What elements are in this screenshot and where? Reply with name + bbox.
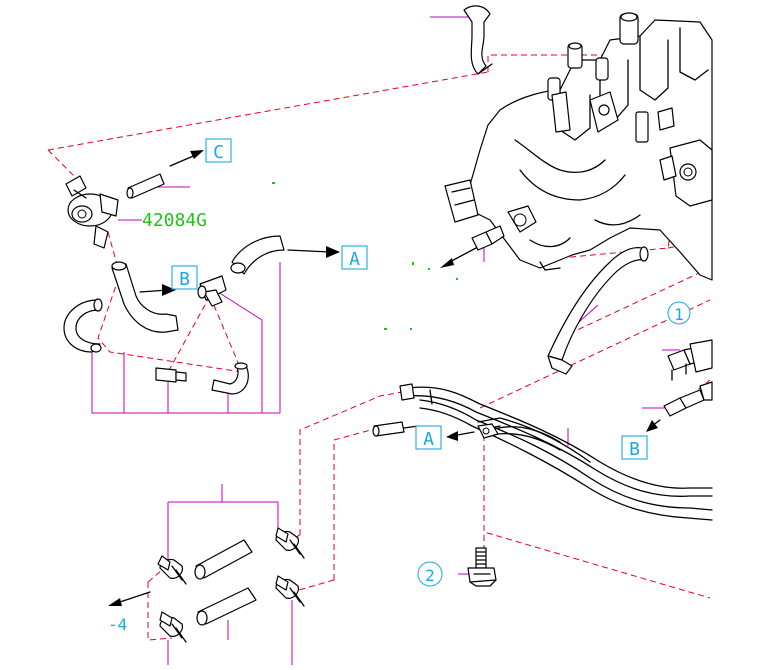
callout-b-upper: B — [171, 265, 198, 290]
circled-number-1-label: 1 — [674, 305, 684, 324]
hose-center-curve — [547, 246, 649, 375]
callout-c: C — [205, 138, 232, 163]
leader-lines — [91, 16, 680, 665]
hose-top-bend — [463, 5, 493, 75]
callout-b-lower-label: B — [629, 439, 640, 460]
clamp-lower-left-2 — [159, 611, 187, 643]
metal-pipe-assembly — [372, 383, 713, 521]
hose-to-b — [111, 261, 179, 333]
hose-short-left-1 — [194, 539, 253, 580]
callout-a-lower-label: A — [423, 429, 434, 450]
hose-large-bend — [63, 298, 103, 353]
intake-manifold — [444, 12, 713, 281]
part-number-label: 42084G — [142, 210, 207, 231]
bolt-part-1 — [667, 339, 713, 381]
elbow-hose-small — [211, 362, 249, 395]
circled-number-2-label: 2 — [425, 566, 435, 585]
hose-fitting-left-manifold — [440, 225, 505, 268]
fitting-to-b-lower — [646, 381, 713, 432]
hose-to-a-upper — [230, 235, 340, 275]
clamp-lower-left-1 — [157, 555, 187, 585]
arrow-minus-ref — [108, 591, 151, 606]
callout-c-label: C — [213, 142, 224, 163]
minus-ref-label: -4 — [108, 615, 127, 634]
t-fitting — [197, 275, 227, 307]
callout-a-lower: A — [415, 425, 442, 450]
purge-control-valve — [65, 175, 119, 249]
callout-b-lower: B — [621, 435, 648, 460]
callout-b-upper-label: B — [179, 269, 190, 290]
callout-a-upper-label: A — [349, 249, 360, 270]
circled-number-1: 1 — [667, 301, 691, 325]
circled-number-2: 2 — [417, 561, 443, 587]
bolt-part-2 — [467, 547, 497, 587]
clamp-lower-right-2 — [275, 575, 305, 607]
speckle-marks — [272, 182, 458, 330]
small-connector — [155, 367, 187, 383]
callout-a-upper: A — [341, 245, 368, 270]
clamp-upper-right-1 — [275, 527, 305, 559]
hose-short-left-2 — [196, 587, 257, 626]
hose-to-c — [126, 150, 204, 199]
